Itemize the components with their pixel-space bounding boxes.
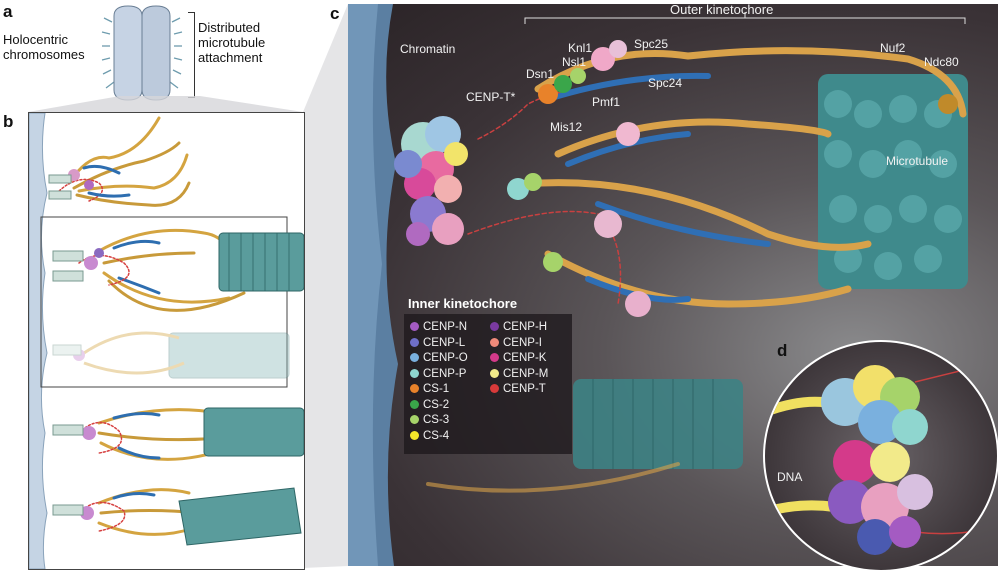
legend-label: CS-4: [423, 429, 450, 442]
legend-swatch: [410, 337, 419, 347]
legend-label: CENP-P: [423, 367, 467, 380]
kinetochore-stages-svg: [29, 113, 304, 569]
legend-item-cenp-h: CENP-H: [490, 320, 547, 334]
pmf1-label: Pmf1: [592, 95, 621, 109]
legend-swatch: [490, 322, 499, 331]
chromatin-label: Chromatin: [400, 42, 456, 56]
ndc80-label: Ndc80: [924, 55, 959, 69]
legend-label: CENP-O: [423, 352, 468, 364]
dna-label: DNA: [777, 470, 803, 484]
legend-item-cenp-o: CENP-O: [410, 351, 468, 365]
legend-swatch: [410, 322, 419, 331]
legend-label: CENP-M: [503, 367, 549, 380]
knl1-label: Knl1: [568, 41, 593, 55]
legend-swatch: [490, 337, 499, 347]
legend-swatch: [490, 353, 499, 362]
distributed-attachment-label: Distributed microtubule attachment: [198, 20, 266, 65]
outer-kinetochore-label: Outer kinetochore: [670, 4, 774, 17]
legend-item-cs-4: CS-4: [410, 429, 449, 443]
legend-title: Inner kinetochore: [408, 296, 518, 311]
spc24-label: Spc24: [648, 76, 683, 90]
legend-label: CENP-H: [503, 321, 548, 333]
inner-kinetochore-legend: Inner kinetochore CENP-N CENP-L CENP-O CENP…: [404, 296, 572, 454]
legend-item-cenp-t: CENP-T: [490, 382, 546, 396]
cenp-t-star-label: CENP-T*: [466, 90, 516, 104]
legend-label: CENP-I: [503, 336, 542, 349]
panel-b-letter: b: [3, 112, 14, 131]
spc25-label: Spc25: [634, 37, 669, 51]
legend-item-cs-3: CS-3: [410, 413, 449, 427]
legend-label: CENP-K: [503, 352, 547, 364]
holocentric-chromosome-illustration: [101, 5, 183, 101]
legend-item-cs-2: CS-2: [410, 398, 449, 412]
legend-item-cenp-l: CENP-L: [410, 336, 465, 350]
legend-swatch: [410, 430, 419, 440]
mis12-label: Mis12: [550, 120, 583, 134]
legend-item-cenp-p: CENP-P: [410, 367, 466, 381]
legend-item-cenp-k: CENP-K: [490, 351, 546, 365]
legend-label: CENP-N: [423, 321, 468, 333]
legend-swatch: [490, 368, 499, 378]
legend-swatch: [410, 384, 419, 393]
legend-item-cenp-i: CENP-I: [490, 336, 542, 350]
panel-d-render-svg: [765, 361, 997, 555]
zoom-wedge-a-to-b: [28, 4, 348, 568]
holocentric-label: Holocentric chromosomes: [3, 32, 85, 62]
legend-swatch: [410, 353, 419, 362]
legend-swatch: [410, 399, 419, 409]
microtubule-label: Microtubule: [886, 154, 949, 168]
legend-item-cenp-n: CENP-N: [410, 320, 467, 334]
legend-swatch: [410, 368, 419, 378]
nuf2-label: Nuf2: [880, 41, 906, 55]
nsl1-label: Nsl1: [562, 55, 587, 69]
panel-d-illustration: DNA: [763, 340, 999, 572]
panel-c-letter: c: [330, 4, 340, 23]
panel-a-letter: a: [3, 2, 13, 21]
legend-item-cenp-m: CENP-M: [490, 367, 548, 381]
panel-b-illustration: [28, 112, 305, 570]
legend-label: CS-1: [423, 383, 450, 395]
kinetochore-render-svg: [348, 4, 968, 566]
legend-label: CS-2: [423, 398, 450, 411]
dsn1-label: Dsn1: [526, 67, 555, 81]
legend-label: CENP-L: [423, 336, 466, 349]
legend-item-cs-1: CS-1: [410, 382, 449, 396]
legend-label: CS-3: [423, 414, 450, 426]
legend-label: CENP-T: [503, 383, 546, 395]
legend-swatch: [490, 384, 499, 393]
panel-d-letter: d: [777, 341, 788, 360]
legend-swatch: [410, 415, 419, 424]
